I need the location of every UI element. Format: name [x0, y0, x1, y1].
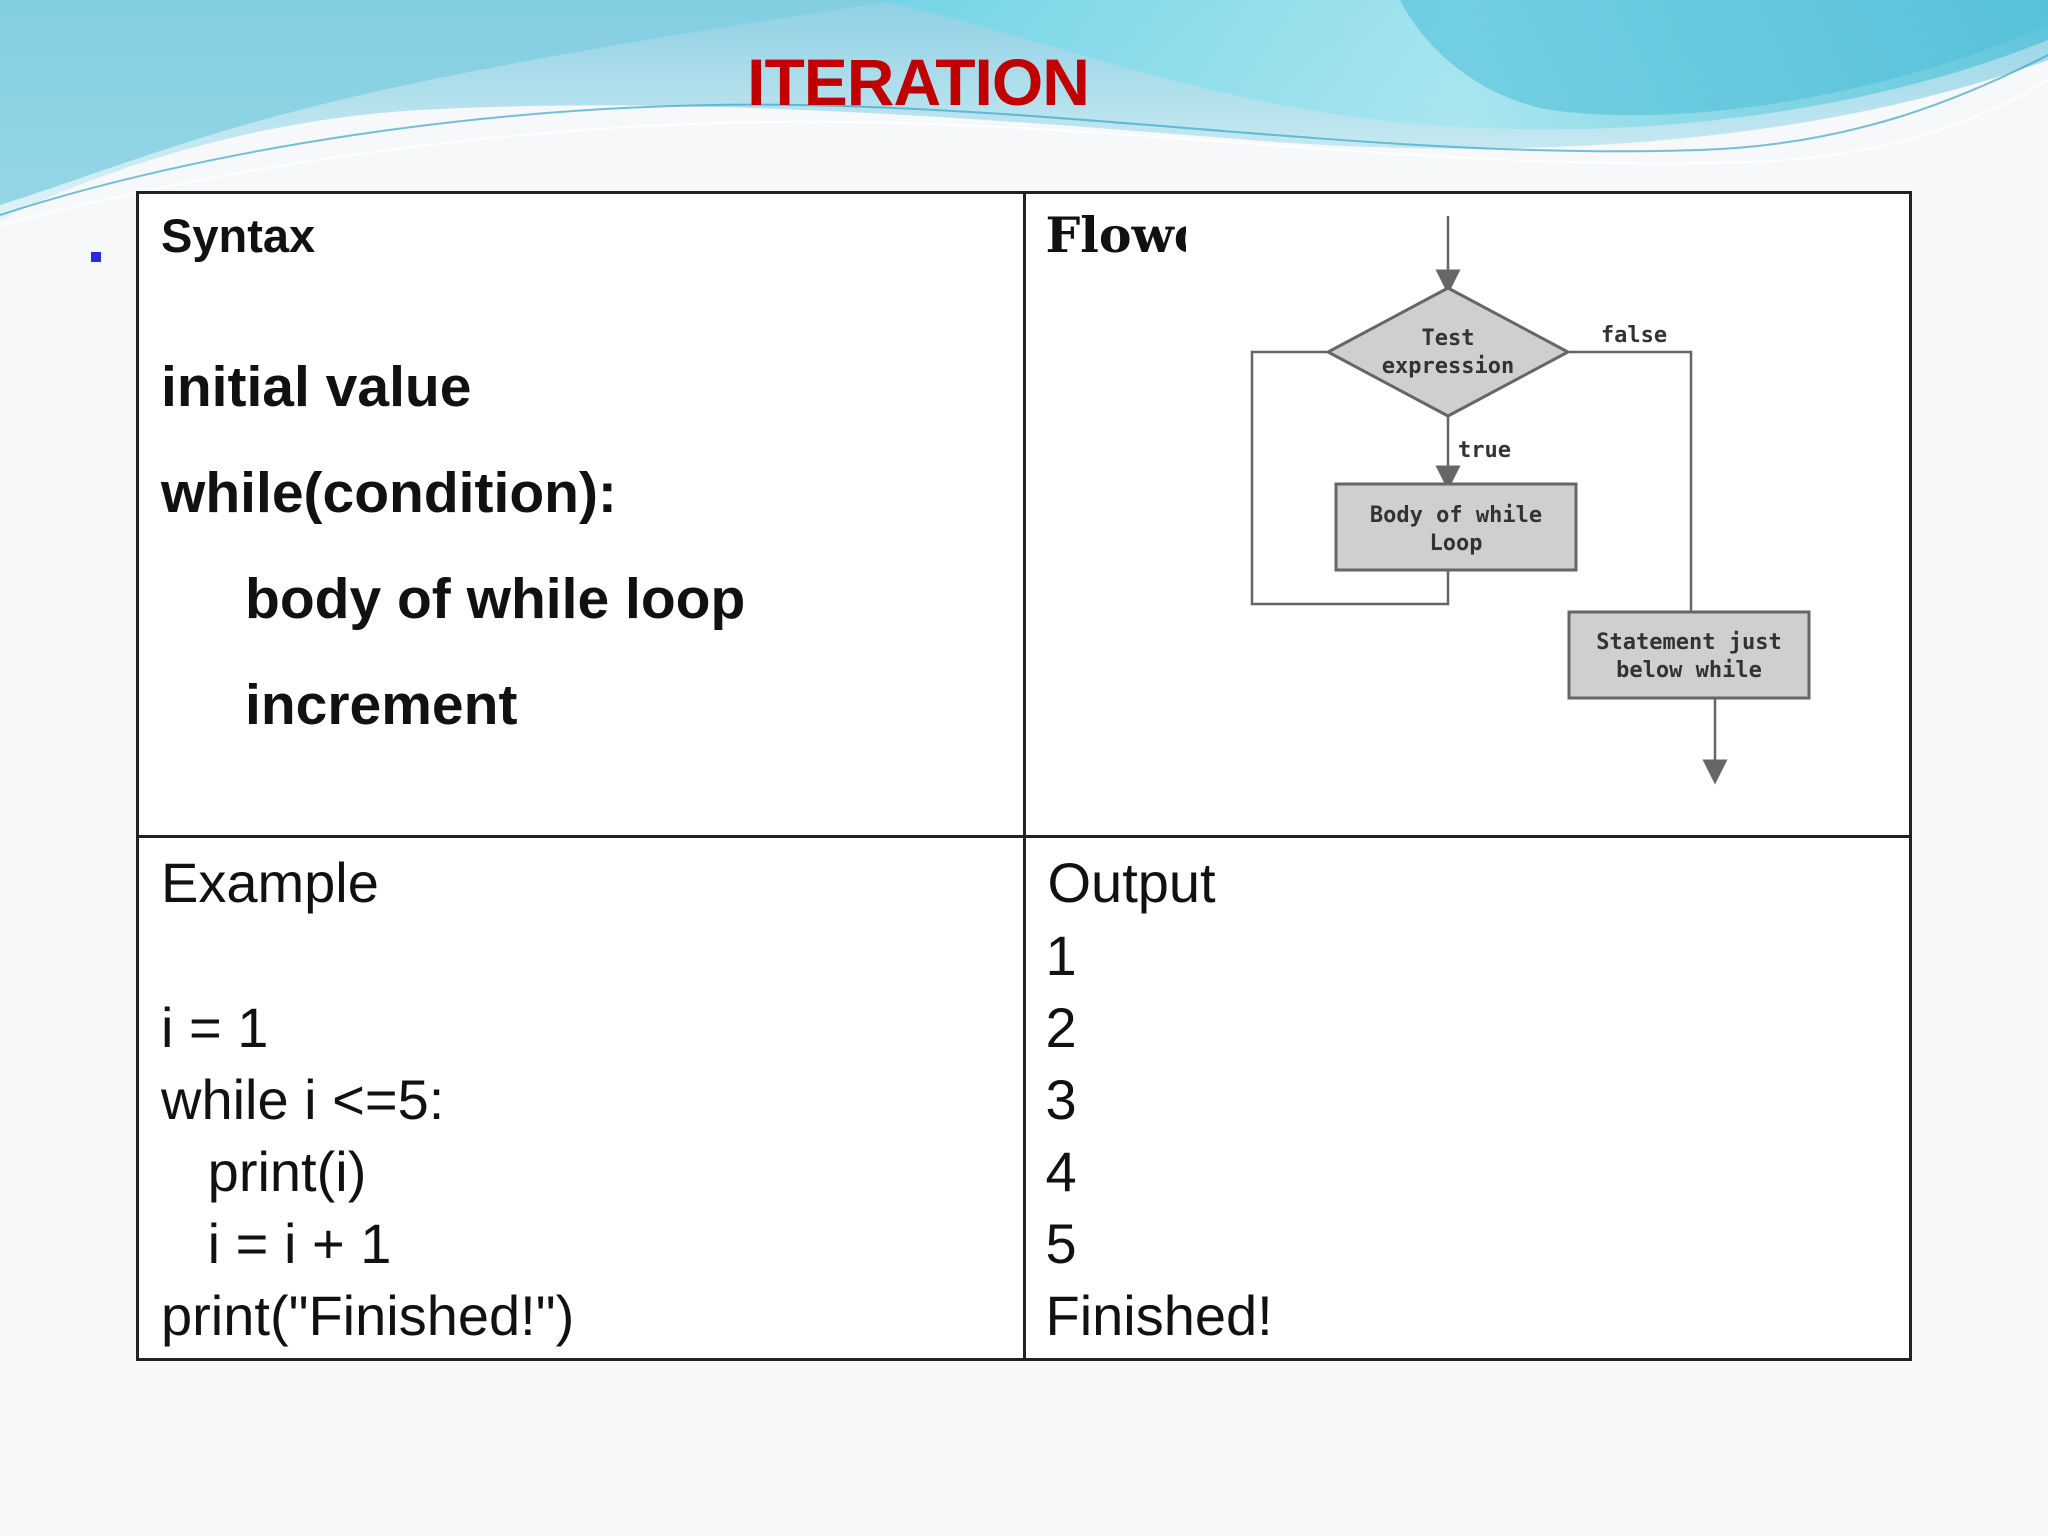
- output-line: Finished!: [1045, 1284, 1273, 1347]
- output-line: 5: [1045, 1212, 1077, 1275]
- code-line: print(i): [161, 1140, 367, 1203]
- statement-after-box: [1567, 610, 1810, 700]
- table-row: Example i = 1 while i <=5: print(i) i = …: [136, 835, 1912, 1361]
- after-label-1: Statement just: [1596, 630, 1781, 655]
- syntax-line: initial value: [161, 355, 472, 419]
- table-row: Syntax initial value while(condition): b…: [136, 191, 1912, 838]
- body-label-1: Body of while: [1369, 503, 1541, 528]
- syntax-heading: Syntax: [161, 209, 316, 262]
- output-line: 2: [1045, 996, 1077, 1059]
- flowchart-cell: Flowc Test expression: [1022, 191, 1912, 838]
- output-heading: Output: [1047, 851, 1216, 914]
- syntax-line: while(condition):: [161, 461, 617, 525]
- bullet-marker: [91, 252, 101, 262]
- loop-body-box: [1334, 482, 1577, 572]
- false-label: false: [1600, 323, 1666, 348]
- code-line: i = i + 1: [161, 1212, 392, 1275]
- output-lines: 1 2 3 4 5 Finished!: [1046, 920, 1273, 1352]
- syntax-lines: initial value while(condition): body of …: [161, 344, 745, 768]
- example-code: i = 1 while i <=5: print(i) i = i + 1 pr…: [161, 992, 574, 1352]
- output-line: 3: [1045, 1068, 1077, 1131]
- code-line: print("Finished!"): [161, 1284, 575, 1347]
- output-line: 1: [1045, 924, 1077, 987]
- output-line: 4: [1045, 1140, 1077, 1203]
- example-heading: Example: [161, 851, 379, 914]
- syntax-cell: Syntax initial value while(condition): b…: [136, 191, 1026, 838]
- body-label-2: Loop: [1429, 531, 1482, 556]
- header-wave-decoration: [0, 0, 2048, 226]
- while-loop-flowchart: Test expression true Body of while Loop …: [1185, 204, 1886, 789]
- loop-back-line: [1250, 350, 1449, 606]
- content-table: Syntax initial value while(condition): b…: [136, 191, 1912, 1361]
- slide-title: ITERATION: [747, 45, 1090, 119]
- code-line: while i <=5:: [161, 1068, 445, 1131]
- syntax-line: body of while loop: [245, 567, 746, 631]
- test-label-1: Test: [1421, 326, 1474, 351]
- after-label-2: below while: [1616, 658, 1762, 683]
- flowchart-heading: Flowc: [1045, 206, 1186, 264]
- false-line: [1567, 350, 1692, 612]
- syntax-line: increment: [245, 673, 518, 737]
- code-line: i = 1: [161, 996, 269, 1059]
- output-cell: Output 1 2 3 4 5 Finished!: [1022, 835, 1912, 1361]
- true-label: true: [1458, 438, 1511, 463]
- example-cell: Example i = 1 while i <=5: print(i) i = …: [136, 835, 1026, 1361]
- test-label-2: expression: [1381, 354, 1513, 379]
